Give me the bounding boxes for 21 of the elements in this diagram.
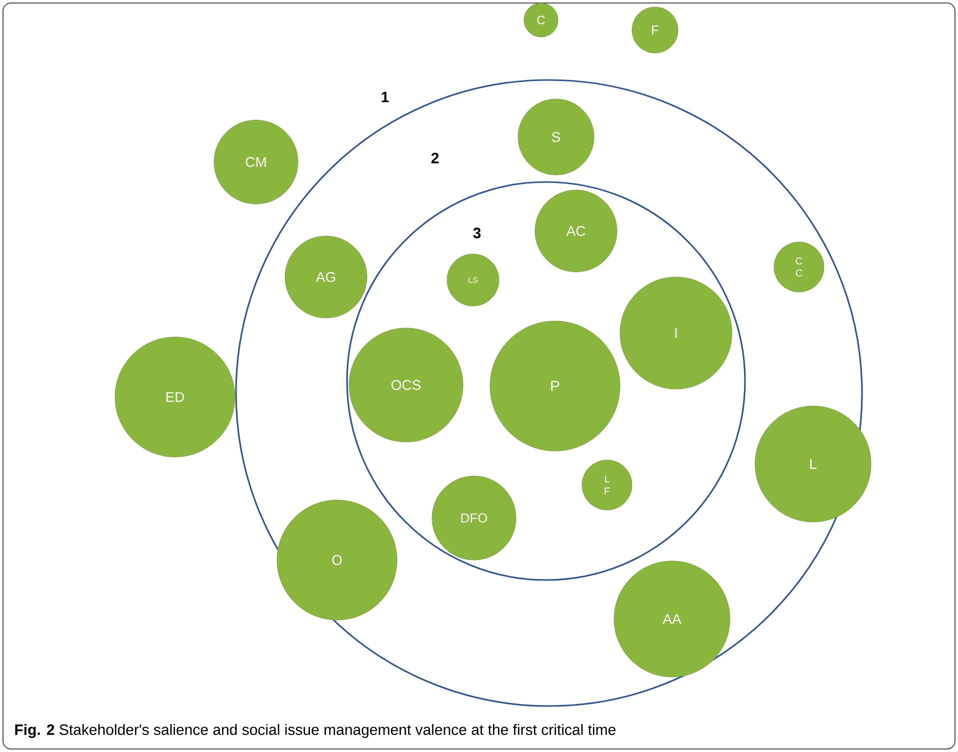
stakeholder-bubble: CM xyxy=(214,120,298,204)
figure-caption: Fig. 2 Stakeholder's salience and social issue management valence at the first critical time xyxy=(15,724,616,738)
stakeholder-bubble: OCS xyxy=(348,328,464,442)
zone-number: 2 xyxy=(431,152,439,164)
stakeholder-bubble: LS xyxy=(446,254,500,306)
stakeholder-bubble: C xyxy=(524,2,558,38)
zone-number: 3 xyxy=(473,228,481,238)
stakeholder-bubble: C C xyxy=(774,242,824,292)
stakeholder-bubble: AG xyxy=(284,236,368,318)
stakeholder-bubble: L F xyxy=(582,460,632,510)
stakeholder-bubble: DFO xyxy=(432,476,516,560)
stakeholder-bubble: ED xyxy=(114,336,236,458)
zone-circle xyxy=(235,79,863,707)
stakeholder-bubble: F xyxy=(632,6,678,54)
stakeholder-bubble: P xyxy=(490,320,620,452)
stakeholder-bubble: S xyxy=(518,98,594,176)
stakeholder-bubble: I xyxy=(620,276,732,390)
stakeholder-bubble: L xyxy=(754,406,872,522)
stakeholder-bubble: AC xyxy=(534,190,618,272)
zone-number: 1 xyxy=(382,92,389,102)
zone-circle xyxy=(346,181,746,581)
